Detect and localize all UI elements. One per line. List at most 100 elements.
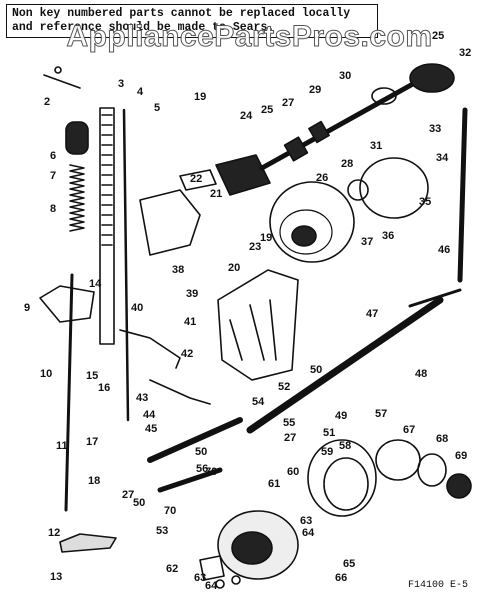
part-label-66: 66 [335,572,348,584]
part-label-15: 15 [86,370,99,382]
part-label-54: 54 [252,396,265,408]
part-68-bobbin [417,453,447,487]
part-13-presser-foot [59,533,117,553]
notice-line-2: and reference should be made to Sears. [12,21,275,34]
part-label-24: 24 [240,110,253,122]
part-14-needle-bar [99,107,115,345]
part-26-upper-shaft [259,77,423,171]
part-label-29: 29 [309,84,322,96]
part-label-35: 35 [419,196,432,208]
part-label-45: 45 [145,423,158,435]
part-label-67: 67 [403,424,416,436]
part-69-bobbin [446,473,472,499]
part-46-rod [457,107,468,283]
part-label-3: 3 [118,78,125,90]
part-label-56: 56 [196,463,209,475]
notice-box: Non key numbered parts cannot be replace… [6,4,378,38]
diagram-code: F14100 E-5 [408,580,469,591]
part-label-4: 4 [137,86,144,98]
part-20-linkage [139,189,201,256]
part-label-28: 28 [341,158,354,170]
part-label-36: 36 [382,230,395,242]
part-label-19a: 19 [194,91,207,103]
part-label-65: 65 [343,558,356,570]
part-label-13: 13 [50,571,63,583]
part-label-31: 31 [370,140,383,152]
part-label-50a: 50 [310,364,323,376]
part-label-9: 9 [24,302,31,314]
part-label-47: 47 [366,308,379,320]
part-2-pin [43,74,81,89]
part-label-61: 61 [268,478,281,490]
part-label-53: 53 [156,525,169,537]
part-label-55: 55 [283,417,296,429]
part-59-bobbin-case-holder [307,439,377,517]
part-label-11: 11 [56,440,68,452]
part-label-19b: 19 [260,232,273,244]
part-label-41: 41 [184,316,197,328]
part-label-63b: 63 [300,515,313,527]
part-label-37: 37 [361,236,374,248]
part-label-34: 34 [436,152,449,164]
part-label-18: 18 [88,475,101,487]
part-label-6: 6 [50,150,57,162]
part-label-50c: 50 [133,497,146,509]
part-label-64b: 64 [302,527,315,539]
part-label-7: 7 [50,170,57,182]
part-67-bobbin-case [375,439,421,481]
part-8-spring [69,164,85,232]
part-label-16: 16 [98,382,111,394]
part-label-42: 42 [181,348,194,360]
part-37-handwheel [269,181,355,263]
part-label-27b: 27 [284,432,297,444]
part-6-knob [65,121,89,155]
part-label-30: 30 [339,70,352,82]
part-label-49: 49 [335,410,348,422]
part-label-25b: 25 [432,30,445,42]
part-label-21: 21 [210,188,223,200]
part-label-52: 52 [278,381,291,393]
part-label-44: 44 [143,409,156,421]
part-label-70b: 70 [164,505,177,517]
part-label-27c: 27 [122,489,135,501]
part-label-8: 8 [50,203,57,215]
part-label-39: 39 [186,288,199,300]
part-label-62: 62 [166,563,179,575]
part-42-lever [119,329,181,369]
part-label-59: 59 [321,446,334,458]
part-label-57: 57 [375,408,388,420]
part-label-40: 40 [131,302,144,314]
part-label-46: 46 [438,244,451,256]
part-label-63a: 63 [194,572,207,584]
part-label-48: 48 [415,368,428,380]
part-62-plate [199,555,225,581]
part-34-bobbin-winder [359,157,429,219]
part-label-26: 26 [316,172,329,184]
part-label-14: 14 [89,278,102,290]
part-48-lower-shaft [246,296,444,434]
part-label-20: 20 [228,262,241,274]
part-label-27a: 27 [282,97,295,109]
part-label-22: 22 [190,173,203,185]
part-label-70a: 70 [205,466,218,478]
part-22-crank [215,154,271,196]
part-label-43: 43 [136,392,149,404]
part-label-17: 17 [86,436,99,448]
part-label-64a: 64 [205,580,218,592]
part-10-presser-bar [64,273,74,512]
part-label-60: 60 [287,466,300,478]
notice-line-1: Non key numbered parts cannot be replace… [12,7,351,20]
part-56-gear-shaft [147,417,243,463]
feed-mechanism [217,269,299,381]
part-label-2: 2 [44,96,51,108]
part-label-10: 10 [40,368,53,380]
part-33-pulley [409,63,455,93]
part-label-12: 12 [48,527,61,539]
part-label-50b: 50 [195,446,208,458]
part-label-32: 32 [459,47,472,59]
part-label-38: 38 [172,264,185,276]
part-label-51: 51 [323,427,336,439]
part-label-5: 5 [154,102,161,114]
